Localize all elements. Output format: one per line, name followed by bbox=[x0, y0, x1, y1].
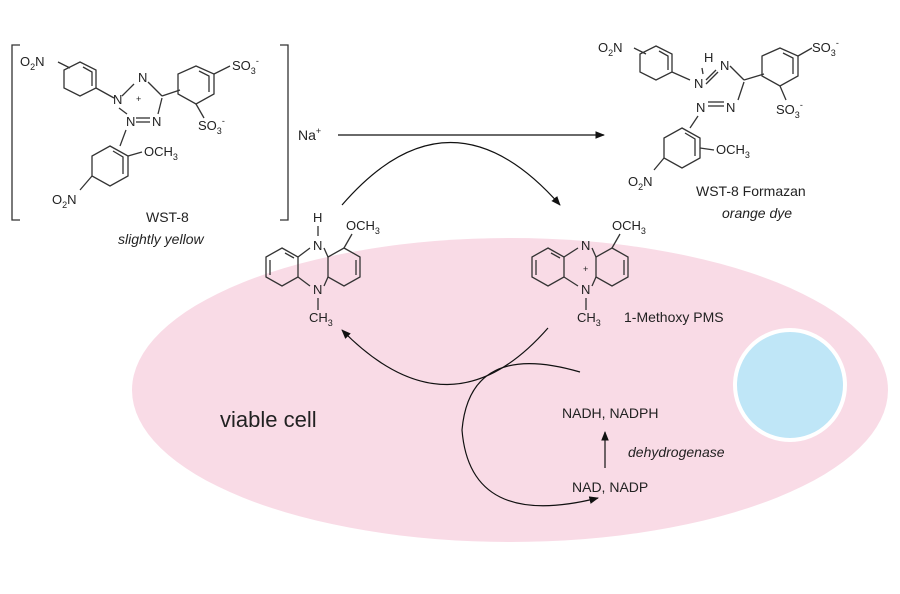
oxidized-pms-structure: OCH3 N + N CH3 1-Methoxy PMS bbox=[531, 218, 724, 328]
svg-text:N: N bbox=[581, 282, 590, 297]
svg-text:N: N bbox=[138, 70, 147, 85]
och3-group-3: OCH3 bbox=[346, 218, 380, 236]
wst8-structure: O2N N N N N + SO3- SO3- OCH3 O2N bbox=[11, 44, 289, 247]
cycle-arrow-bottom bbox=[341, 327, 549, 385]
formazan-structure: O2N H N N N N SO3- SO3- OCH3 O2N WST-8 F… bbox=[598, 38, 839, 221]
svg-text:N: N bbox=[696, 100, 705, 115]
och3-group-1: OCH3 bbox=[144, 144, 178, 162]
so3-group-2: SO3- bbox=[198, 116, 225, 136]
svg-text:N: N bbox=[113, 92, 122, 107]
pms-label: 1-Methoxy PMS bbox=[624, 309, 724, 325]
svg-text:N: N bbox=[694, 76, 703, 91]
cycle-arrow-top bbox=[341, 141, 561, 206]
o2n-group-1: O2N bbox=[20, 54, 45, 72]
svg-text:N: N bbox=[720, 58, 729, 73]
och3-group-2: OCH3 bbox=[716, 142, 750, 160]
svg-text:N: N bbox=[152, 114, 161, 129]
nadh-label: NADH, NADPH bbox=[562, 405, 658, 421]
so3-group-3: SO3- bbox=[812, 38, 839, 58]
viable-cell-label: viable cell bbox=[220, 407, 317, 432]
o2n-group-3: O2N bbox=[598, 40, 623, 58]
ch3-group-2: CH3 bbox=[577, 310, 601, 328]
ch3-group-1: CH3 bbox=[309, 310, 333, 328]
svg-text:N: N bbox=[313, 282, 322, 297]
svg-text:N: N bbox=[581, 238, 590, 253]
so3-group-4: SO3- bbox=[776, 100, 803, 120]
svg-text:+: + bbox=[583, 264, 588, 274]
formazan-description: orange dye bbox=[722, 205, 792, 221]
o2n-group-4: O2N bbox=[628, 174, 653, 192]
svg-text:N: N bbox=[726, 100, 735, 115]
sodium-ion-label: Na+ bbox=[298, 126, 321, 143]
dehydrogenase-label: dehydrogenase bbox=[628, 444, 725, 460]
cell-nucleus bbox=[733, 328, 847, 442]
svg-text:H: H bbox=[313, 210, 322, 225]
svg-text:H: H bbox=[704, 50, 713, 65]
svg-text:N: N bbox=[126, 114, 135, 129]
nad-cycle-arrow bbox=[461, 363, 599, 507]
wst8-label: WST-8 bbox=[146, 209, 189, 225]
svg-text:+: + bbox=[136, 94, 141, 104]
so3-group-1: SO3- bbox=[232, 56, 259, 76]
och3-group-4: OCH3 bbox=[612, 218, 646, 236]
formazan-label: WST-8 Formazan bbox=[696, 183, 806, 199]
svg-text:N: N bbox=[313, 238, 322, 253]
reduced-pms-structure: H N N OCH3 CH3 bbox=[265, 210, 380, 328]
wst8-description: slightly yellow bbox=[118, 231, 204, 247]
viable-cell-body bbox=[132, 238, 888, 542]
o2n-group-2: O2N bbox=[52, 192, 77, 210]
nad-label: NAD, NADP bbox=[572, 479, 648, 495]
